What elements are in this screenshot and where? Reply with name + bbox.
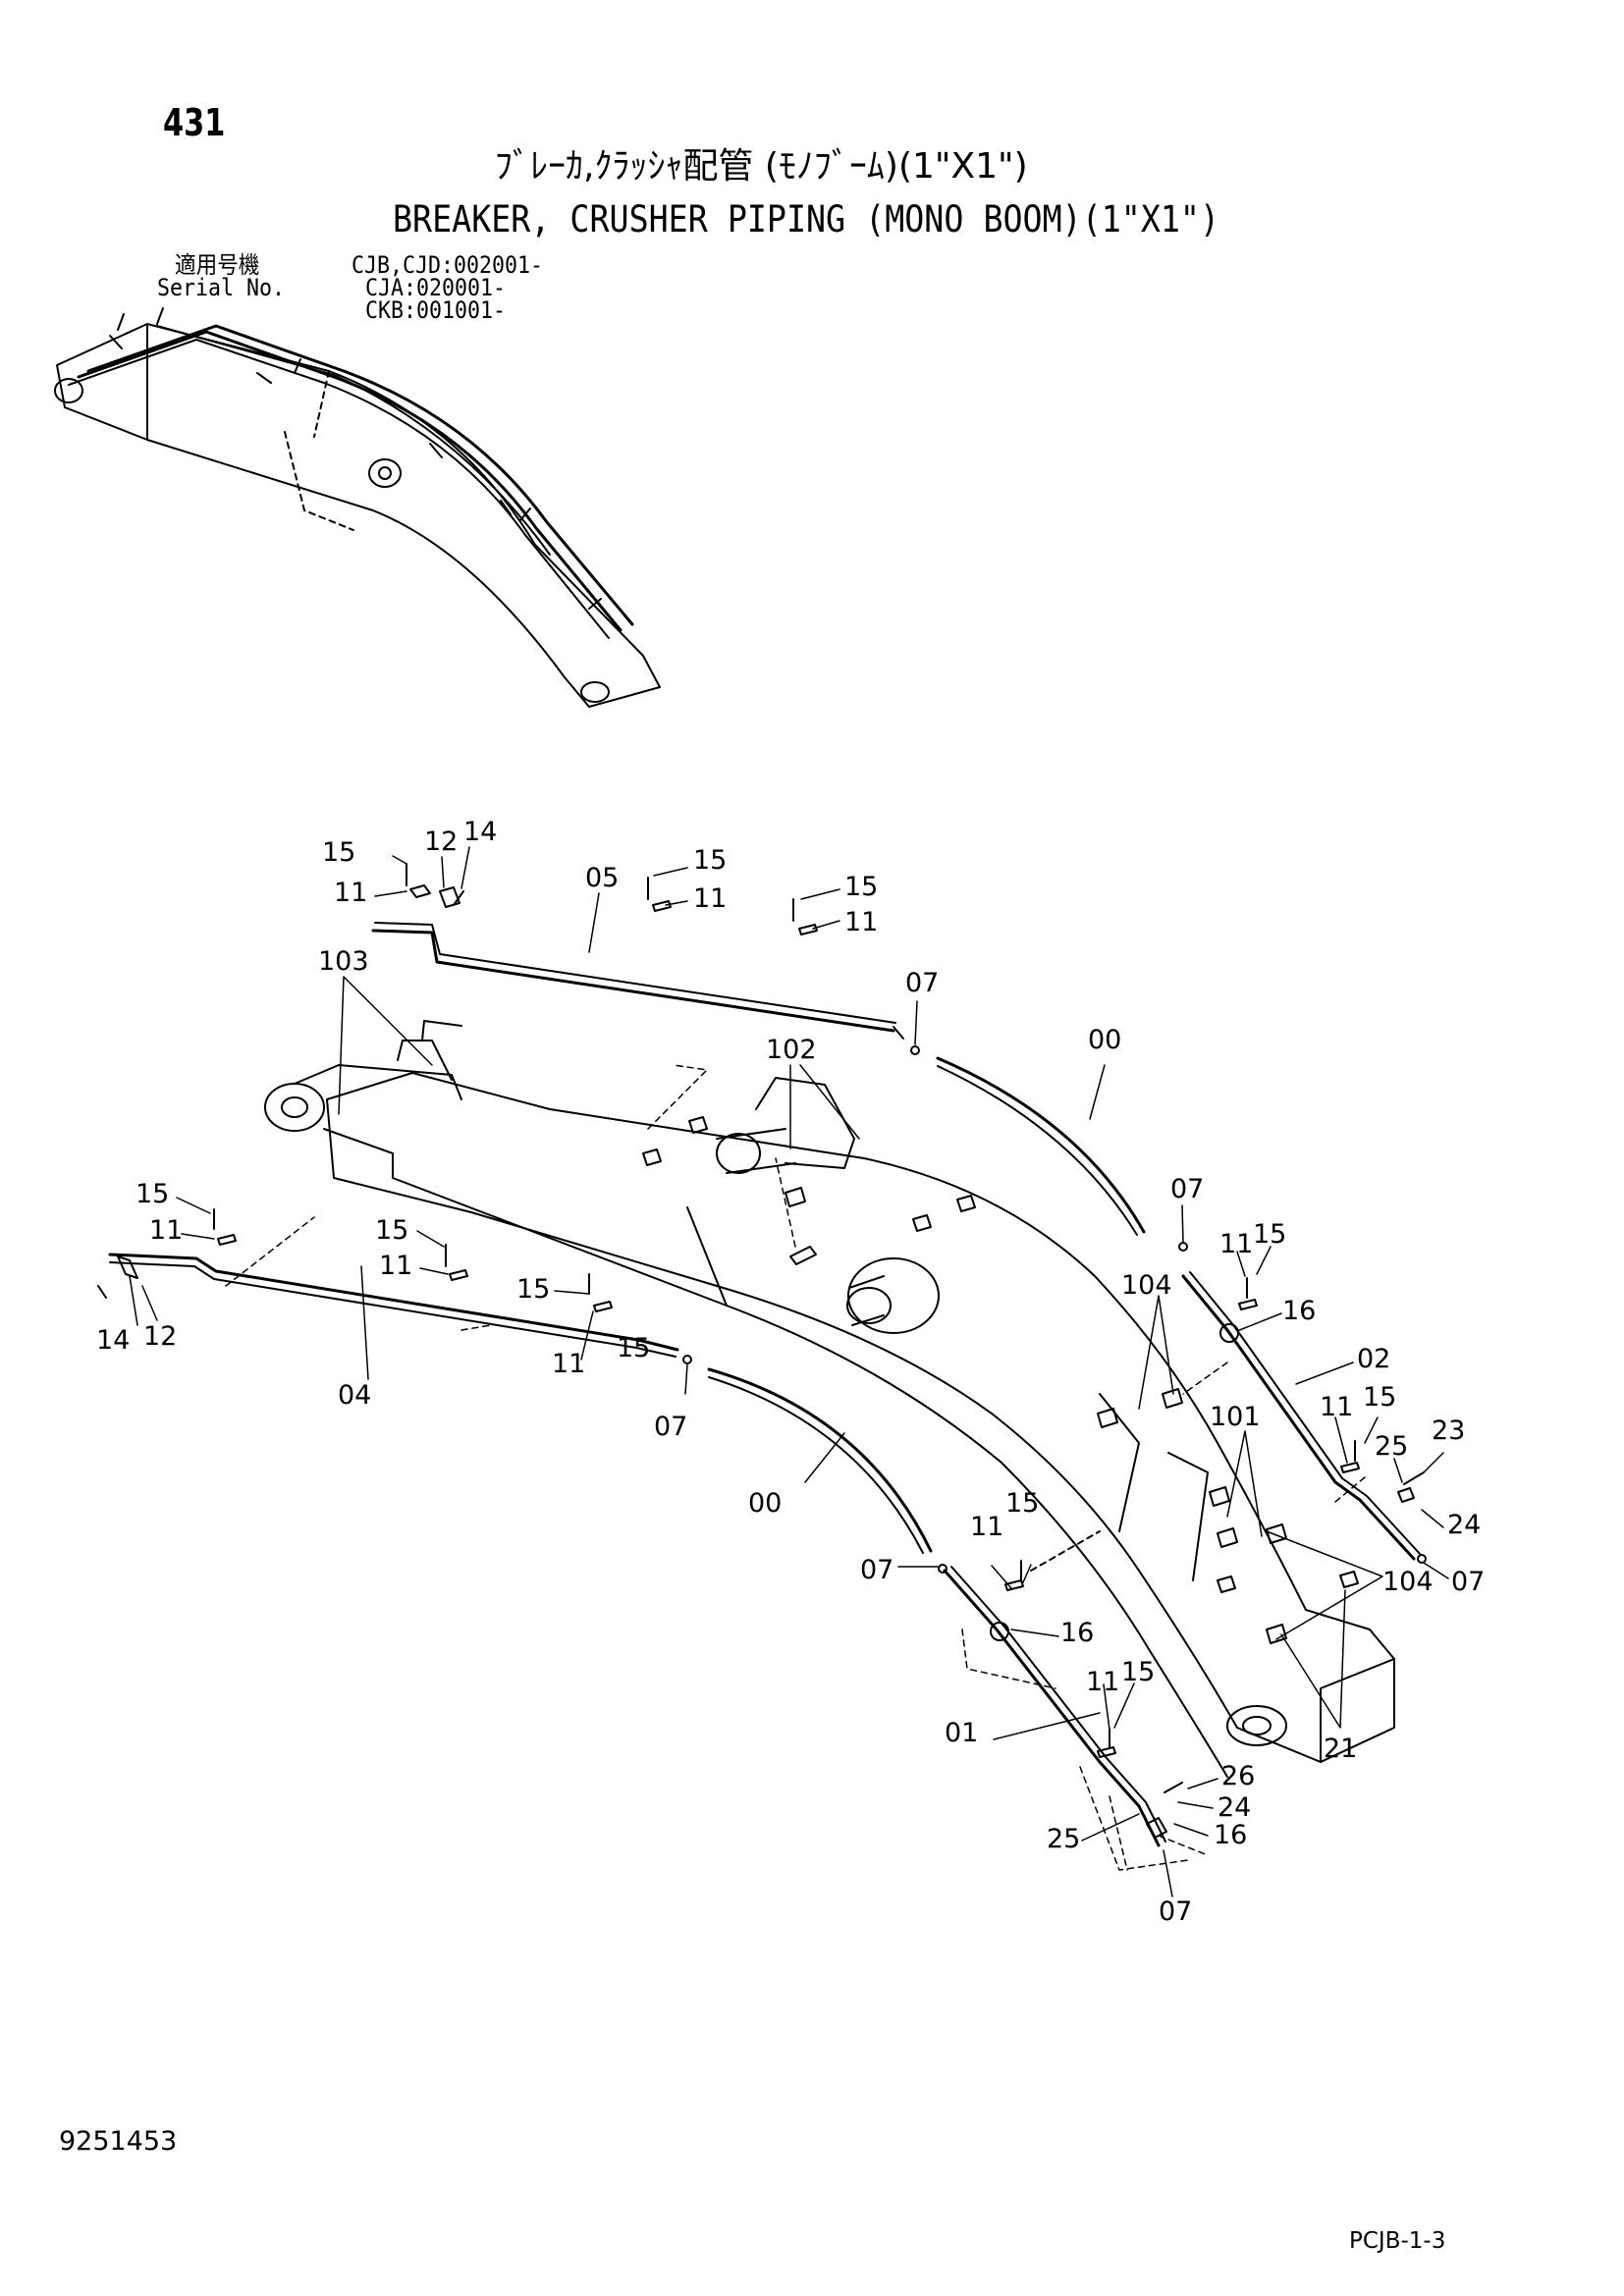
callout-label: 04 bbox=[338, 1380, 371, 1411]
callout-label: 11 bbox=[149, 1215, 183, 1246]
callout-label: 12 bbox=[143, 1321, 177, 1352]
callout-label: 15 bbox=[1253, 1219, 1286, 1250]
callout-label: 23 bbox=[1432, 1415, 1465, 1446]
boom-body bbox=[264, 1020, 1395, 1778]
callout-label: 24 bbox=[1447, 1510, 1481, 1540]
callout-label: 15 bbox=[1005, 1488, 1039, 1519]
callout-label: 11 bbox=[1086, 1667, 1119, 1697]
callout-label: 00 bbox=[748, 1488, 782, 1519]
hose-00-lower bbox=[707, 1367, 933, 1554]
serial-label-japanese: 適用号機 bbox=[175, 251, 260, 279]
callout-label: 15 bbox=[1121, 1657, 1155, 1687]
callout-label: 15 bbox=[617, 1333, 650, 1363]
callout-label: 07 bbox=[654, 1412, 687, 1442]
pipe-04 bbox=[108, 1253, 679, 1358]
callout-label: 25 bbox=[1047, 1824, 1080, 1854]
callout-label: 26 bbox=[1221, 1761, 1255, 1791]
callout-label: 11 bbox=[844, 907, 878, 937]
callout-label: 05 bbox=[585, 863, 619, 893]
callout-label: 102 bbox=[766, 1035, 817, 1065]
callout-label: 14 bbox=[96, 1325, 130, 1356]
document-number: 9251453 bbox=[59, 2126, 178, 2157]
callout-label: 11 bbox=[379, 1251, 412, 1281]
callout-label: 15 bbox=[375, 1215, 408, 1246]
callout-label: 16 bbox=[1060, 1618, 1094, 1648]
callout-label: 16 bbox=[1282, 1296, 1316, 1326]
callout-label: 07 bbox=[1451, 1567, 1485, 1597]
callout-label: 11 bbox=[552, 1349, 585, 1379]
callout-label: 15 bbox=[693, 845, 727, 876]
leader-lines bbox=[129, 846, 1449, 1897]
callout-label: 15 bbox=[844, 872, 878, 902]
callout-label: 11 bbox=[1219, 1229, 1253, 1259]
callout-label: 11 bbox=[334, 878, 367, 908]
callout-label: 15 bbox=[516, 1274, 550, 1305]
callout-label: 11 bbox=[970, 1512, 1003, 1542]
page-code: PCJB-1-3 bbox=[1349, 2228, 1446, 2254]
callout-label: 00 bbox=[1088, 1025, 1121, 1055]
callout-label: 103 bbox=[318, 946, 369, 977]
overview-boom-illustration bbox=[54, 307, 661, 708]
pipe-01 bbox=[943, 1566, 1167, 1847]
callout-label: 07 bbox=[860, 1555, 893, 1585]
callout-label: 16 bbox=[1214, 1820, 1247, 1850]
pipe-05 bbox=[371, 922, 904, 1040]
callout-labels: 15 12 14 11 05 15 11 15 11 07 103 102 00… bbox=[96, 817, 1485, 1927]
serial-label-english: Serial No. bbox=[157, 274, 286, 301]
page-number: 431 bbox=[163, 101, 226, 144]
callout-label: 11 bbox=[693, 883, 727, 914]
serial-range-1: CJB,CJD:002001- bbox=[352, 251, 544, 279]
callout-label: 15 bbox=[322, 837, 355, 868]
callout-label: 07 bbox=[1170, 1174, 1204, 1204]
callout-label: 104 bbox=[1382, 1567, 1434, 1597]
callout-label: 07 bbox=[1159, 1896, 1192, 1927]
callout-label: 02 bbox=[1357, 1344, 1390, 1374]
callout-label: 15 bbox=[1363, 1382, 1396, 1413]
callout-label: 15 bbox=[135, 1179, 169, 1209]
callout-label: 25 bbox=[1375, 1431, 1408, 1462]
callout-label: 104 bbox=[1121, 1270, 1172, 1301]
callout-label: 24 bbox=[1218, 1792, 1251, 1823]
pipe-02 bbox=[1181, 1271, 1422, 1561]
callout-label: 01 bbox=[945, 1718, 978, 1748]
callout-label: 14 bbox=[463, 817, 497, 847]
title-japanese: ﾌﾞﾚｰｶ,ｸﾗｯｼｬ配管 (ﾓﾉﾌﾞｰﾑ)(1"X1") bbox=[495, 146, 1028, 187]
serial-range-2: CJA:020001- bbox=[365, 274, 507, 301]
serial-range-3: CKB:001001- bbox=[365, 296, 507, 324]
hardware bbox=[97, 863, 1427, 1793]
callout-label: 12 bbox=[424, 827, 458, 857]
callout-label: 101 bbox=[1210, 1402, 1261, 1432]
title-english: BREAKER, CRUSHER PIPING (MONO BOOM)(1"X1… bbox=[393, 198, 1220, 240]
hose-00-upper bbox=[936, 1056, 1146, 1236]
callout-label: 07 bbox=[905, 968, 939, 998]
callout-label: 21 bbox=[1324, 1734, 1357, 1764]
callout-label: 11 bbox=[1320, 1392, 1353, 1422]
